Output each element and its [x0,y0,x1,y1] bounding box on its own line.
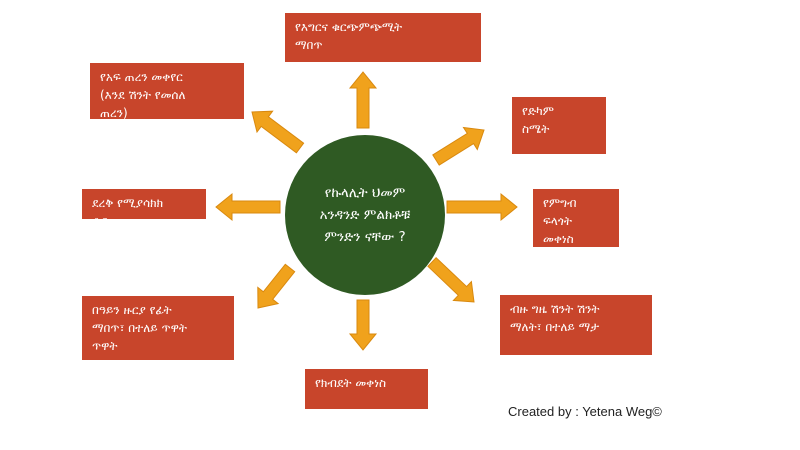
symptom-box-top: የእግርና ቁርጭምጭሚት ማበጥ [285,13,481,62]
symptom-label: የእግርና ቁርጭምጭሚት ማበጥ [295,20,403,52]
arrow-up [348,71,378,129]
arrow-up-left [251,110,305,154]
arrow-down [348,299,378,351]
symptom-label: የድካም ስሜት [522,104,554,136]
arrow-right [446,192,518,222]
symptom-box-top-left: የአፍ ጠረን መቀየር (እንደ ሽንት የመሰለ ጠረን) [90,63,244,119]
symptom-label: የአፍ ጠረን መቀየር (እንደ ሽንት የመሰለ ጠረን) [100,70,186,119]
arrow-up-right [432,126,485,166]
center-circle: የኩላሊት ህመም አንዳንድ ምልክቶቹ ምንድን ናቸው ? [285,135,445,295]
symptom-box-left: ደረቅ የሚያሳክክ ቆዳ [82,189,206,219]
arrow-down-right [427,256,475,303]
symptom-label: ብዙ ግዜ ሽንት ሽንት ማለት፣ በተለይ ማታ [510,302,600,334]
symptom-label: የክብደት መቀነስ [315,376,387,390]
symptom-label: የምግብ ፍላጎት መቀነስ [543,196,577,246]
arrow-down-left [257,263,296,309]
symptom-box-bottom: የክብደት መቀነስ [305,369,428,409]
symptom-box-bottom-right: ብዙ ግዜ ሽንት ሽንት ማለት፣ በተለይ ማታ [500,295,652,355]
credit-text: Created by : Yetena Weg© [508,404,662,419]
symptom-box-bottom-left: በዓይን ዙርያ የፊት ማበጥ፣ በተለይ ጥዋት ጥዋት [82,296,234,360]
arrow-left [215,192,281,222]
symptom-label: ደረቅ የሚያሳክክ ቆዳ [92,196,164,219]
symptom-label: በዓይን ዙርያ የፊት ማበጥ፣ በተለይ ጥዋት ጥዋት [92,303,187,353]
symptom-box-top-right: የድካም ስሜት [512,97,606,154]
center-title: የኩላሊት ህመም አንዳንድ ምልክቶቹ ምንድን ናቸው ? [319,185,411,245]
symptom-box-right: የምግብ ፍላጎት መቀነስ [533,189,619,247]
